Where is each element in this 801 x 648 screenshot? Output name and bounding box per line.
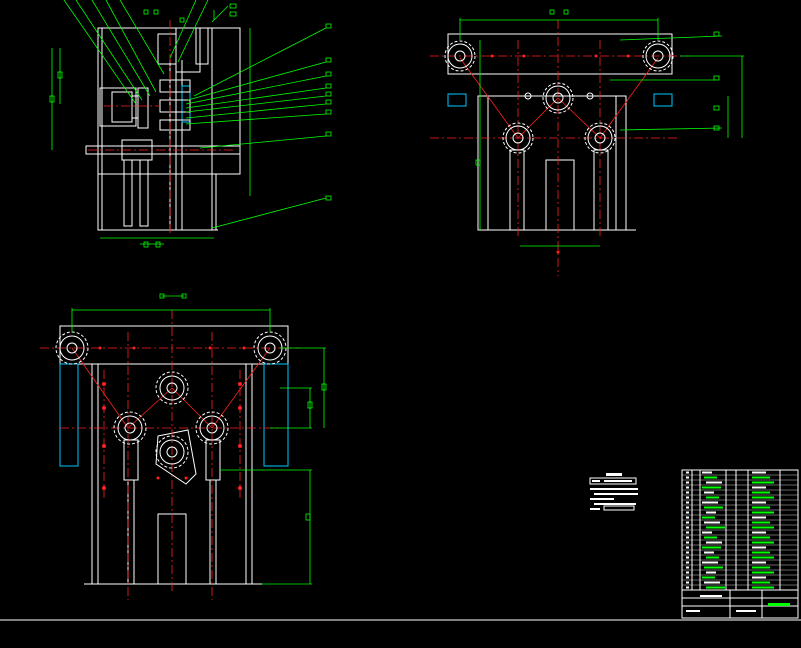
parts-list-code-mark xyxy=(704,521,720,524)
assembly-view xyxy=(40,293,327,600)
sprocket-assy-top xyxy=(155,371,189,405)
parts-list-index-mark xyxy=(686,576,689,579)
parts-list-name-mark xyxy=(752,531,766,534)
parts-list-name-mark xyxy=(752,566,770,569)
parts-list-index-mark xyxy=(686,551,689,554)
front-view xyxy=(430,9,744,276)
parts-list-name-mark xyxy=(752,491,770,494)
parts-list-code-mark xyxy=(706,571,716,574)
parts-list-index-mark xyxy=(686,481,689,484)
parts-list-code-mark xyxy=(702,471,712,474)
parts-list-code-mark xyxy=(706,541,722,544)
parts-list-name-mark xyxy=(752,486,766,489)
parts-list-code-mark xyxy=(704,491,714,494)
parts-list-index-mark xyxy=(686,486,689,489)
parts-list-index-mark xyxy=(686,471,689,474)
parts-list-index-mark xyxy=(686,516,689,519)
parts-list-index-mark xyxy=(686,501,689,504)
parts-list-code-mark xyxy=(706,586,725,589)
parts-list-index-mark xyxy=(686,561,689,564)
parts-list-code-mark xyxy=(704,476,717,479)
parts-list-code-mark xyxy=(704,581,720,584)
parts-list-name-mark xyxy=(752,516,766,519)
parts-list-index-mark xyxy=(686,491,689,494)
sprocket-front-br xyxy=(584,122,616,154)
parts-list-code-mark xyxy=(702,501,718,504)
parts-list-name-mark xyxy=(752,536,770,539)
parts-list-name-mark xyxy=(752,511,774,514)
parts-list-name-mark xyxy=(752,496,774,499)
parts-list-name-mark xyxy=(752,546,766,549)
parts-list-code-mark xyxy=(704,566,723,569)
parts-list-name-mark xyxy=(752,471,766,474)
technical-notes xyxy=(589,473,638,511)
parts-list-code-mark xyxy=(706,496,719,499)
parts-list-index-mark xyxy=(686,541,689,544)
parts-list-name-mark xyxy=(752,521,770,524)
parts-list-code-mark xyxy=(704,506,723,509)
parts-list-code-mark xyxy=(706,526,725,529)
parts-list-code-mark xyxy=(702,576,715,579)
parts-list-name-mark xyxy=(752,581,770,584)
parts-list-index-mark xyxy=(686,531,689,534)
parts-list-index-mark xyxy=(686,536,689,539)
parts-list-index-mark xyxy=(686,521,689,524)
side-view xyxy=(49,0,332,248)
parts-list-index-mark xyxy=(686,506,689,509)
parts-list-name-mark xyxy=(752,571,774,574)
parts-list-code-mark xyxy=(702,546,721,549)
parts-list-name-mark xyxy=(752,476,770,479)
parts-list-name-mark xyxy=(752,541,774,544)
parts-list-name-mark xyxy=(752,481,774,484)
parts-list-name-mark xyxy=(752,556,774,559)
parts-list-code-mark xyxy=(704,551,714,554)
parts-list-code-mark xyxy=(702,561,718,564)
parts-list-name-mark xyxy=(752,501,766,504)
parts-list-index-mark xyxy=(686,581,689,584)
parts-list-rows xyxy=(682,469,798,589)
parts-list-code-mark xyxy=(702,531,712,534)
sprocket-assy-left xyxy=(113,411,147,445)
parts-list-name-mark xyxy=(752,586,774,589)
parts-list-code-mark xyxy=(706,511,716,514)
sprocket-front-mid xyxy=(542,82,574,114)
parts-list-name-mark xyxy=(752,506,770,509)
parts-list-index-mark xyxy=(686,546,689,549)
parts-list-index-mark xyxy=(686,556,689,559)
parts-list-code-mark xyxy=(706,481,722,484)
parts-list-name-mark xyxy=(752,526,774,529)
parts-list-index-mark xyxy=(686,496,689,499)
parts-list-name-mark xyxy=(752,551,770,554)
parts-list-index-mark xyxy=(686,566,689,569)
parts-list-code-mark xyxy=(702,486,721,489)
parts-list-code-mark xyxy=(702,516,715,519)
parts-list-name-mark xyxy=(752,576,766,579)
sprocket-front-tr xyxy=(642,40,674,72)
parts-list-index-mark xyxy=(686,526,689,529)
parts-list-code-mark xyxy=(704,536,717,539)
parts-list-index-mark xyxy=(686,586,689,589)
sprocket-front-tl xyxy=(444,40,476,72)
parts-list-name-mark xyxy=(752,561,766,564)
sprocket-assy-tl xyxy=(55,331,89,365)
parts-list-index-mark xyxy=(686,511,689,514)
parts-list-index-mark xyxy=(686,476,689,479)
sprocket-front-bl xyxy=(502,122,534,154)
parts-list-code-mark xyxy=(706,556,719,559)
sprocket-assy-right xyxy=(195,411,229,445)
title-block xyxy=(681,469,799,619)
parts-list-index-mark xyxy=(686,571,689,574)
sprocket-assy-tensioner xyxy=(155,435,189,469)
